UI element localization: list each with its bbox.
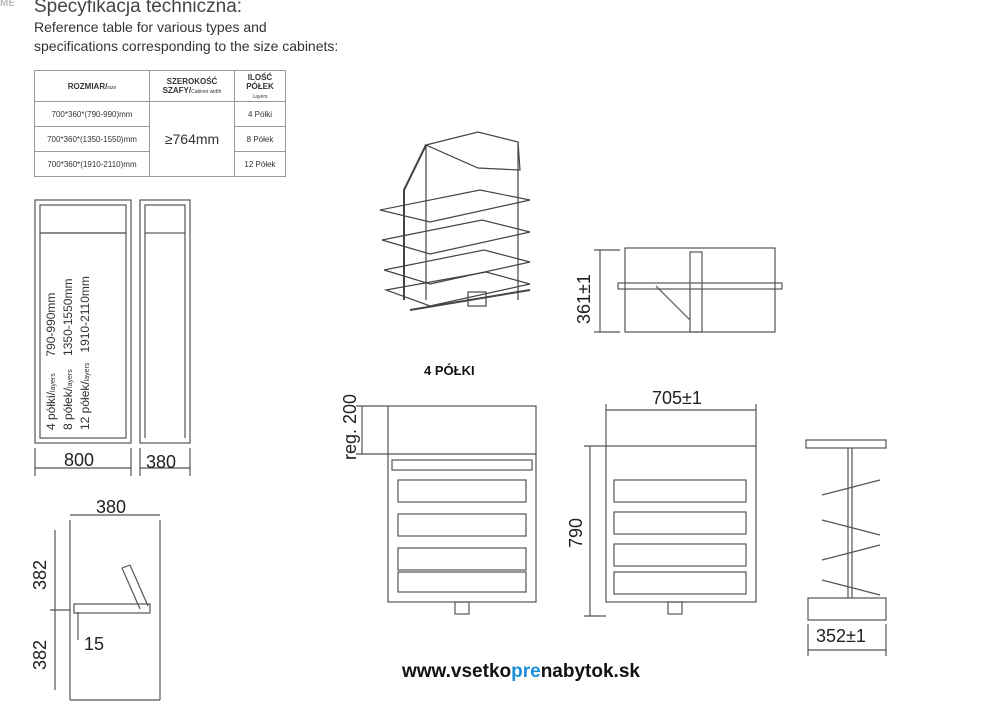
header-shelves-label: ILOŚĆ PÓŁEK [246,72,274,91]
dim-top-width: 380 [96,497,127,517]
dim-front-height: 790 [566,517,586,548]
table-row: 700*360*(1910-2110)mm 12 Półek [34,151,286,177]
subtitle-line-2: specifications corresponding to the size… [34,38,339,54]
header-shelves-small: Layers [252,93,268,100]
front-view-dimensioned [584,404,757,617]
website-part-2: pre [511,661,541,682]
dim-side-width: 380 [146,452,177,472]
page-title: Specyfikacja techniczna: [34,0,243,17]
cabinet-spec-text: 4 półki/layers 790-990mm 8 półek/layers … [44,276,95,430]
dim-top-h2: 382 [30,639,50,670]
row-size: 700*360*(1910-2110)mm [34,151,150,177]
dim-top-h1: 382 [30,559,50,590]
side-view [805,439,887,656]
cabinet-side-view [139,199,191,476]
cabinet-line-2-b: layers [67,369,74,388]
header-size-small: size [107,84,117,91]
cabinet-line-1-a: 4 półki/ [44,391,58,430]
cabinet-front-view [34,199,132,476]
front-view-4-shelves [356,405,537,615]
dim-front-width: 800 [64,450,95,470]
isometric-view [379,131,531,311]
cabinet-line-2-a: 8 półek/ [61,387,75,430]
website-part-1: www.vsetko [402,661,512,682]
dim-side-depth: 352±1 [816,626,866,646]
subtitle-line-1: Reference table for various types and [34,19,267,35]
cabinet-line-2-c: 1350-1550mm [61,278,75,356]
website-url[interactable]: www.vsetkoprenabytok.sk [402,661,640,683]
table-row: 700*360*(1350-1550)mm 8 Półek [34,126,286,152]
heading-4-shelves: 4 PÓŁKI [424,363,475,378]
dim-front-width-2: 705±1 [652,388,702,408]
top-view-drawing [50,514,161,701]
cabinet-line-3: 12 półek/layers 1910-2110mm [78,276,95,430]
plan-view [594,247,783,333]
dim-reg: reg. 200 [340,393,360,460]
header-size-label: ROZMIAR/ [67,81,108,91]
website-part-3: nabytok.sk [540,661,640,682]
watermark: ME [0,0,15,9]
cabinet-line-2: 8 półek/layers 1350-1550mm [61,276,78,430]
spec-table: ROZMIAR/size SZEROKOŚĆ SZAFY/Cabinet wid… [34,70,286,177]
cabinet-line-3-c: 1910-2110mm [78,276,92,353]
cabinet-line-3-b: layers [84,362,91,382]
header-width-small: Cabinet width [191,89,222,95]
row-shelves: 12 Półek [234,151,286,177]
row-shelves: 8 Półek [234,126,286,152]
cabinet-line-1-c: 790-990mm [44,292,58,357]
dim-top-offset: 15 [84,634,105,654]
cabinet-line-3-a: 12 półek/ [78,381,92,430]
cabinet-line-1: 4 półki/layers 790-990mm [44,276,61,430]
row-size: 700*360*(1350-1550)mm [34,126,150,152]
cabinet-line-1-b: layers [50,373,57,392]
header-width-label: SZEROKOŚĆ SZAFY/ [162,77,218,95]
dim-plan-depth: 361±1 [574,274,594,324]
